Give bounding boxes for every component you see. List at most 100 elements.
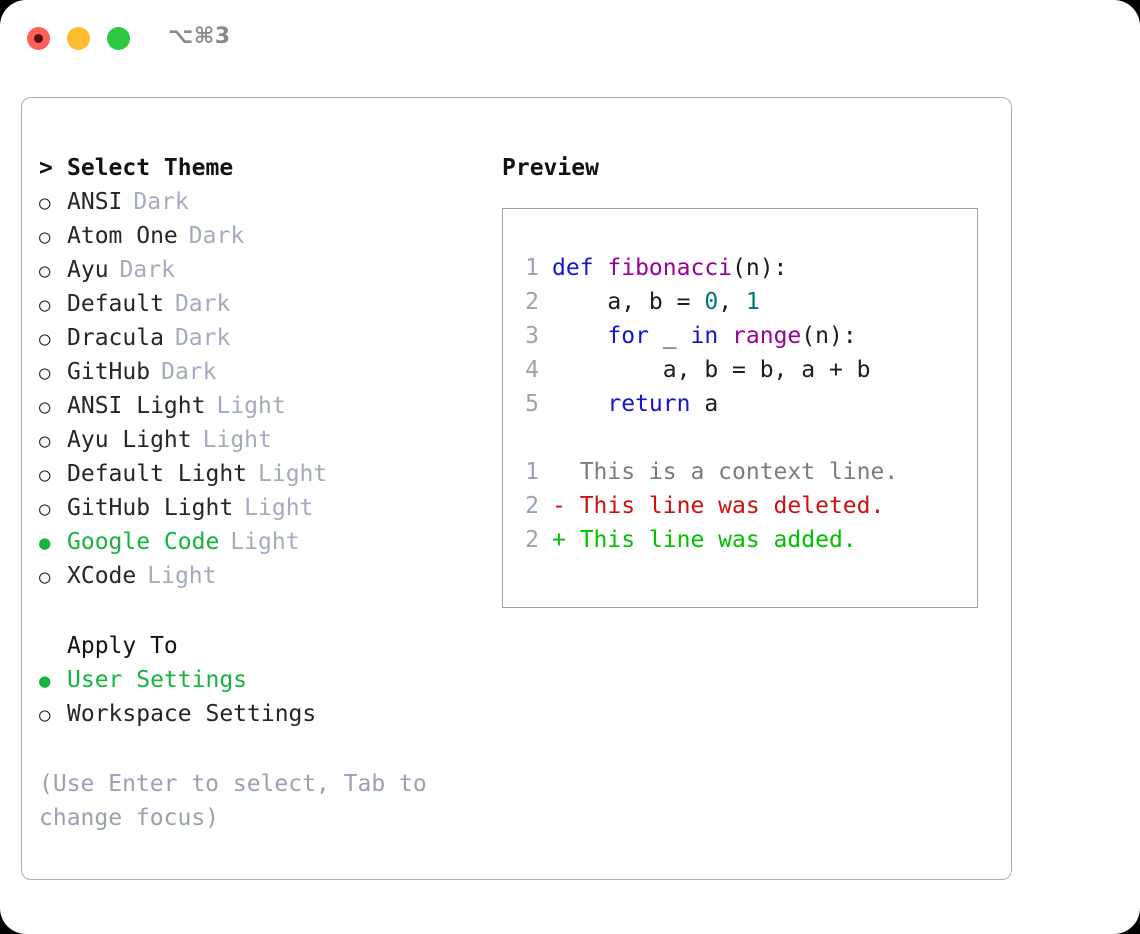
code-token: , xyxy=(718,289,746,315)
line-number: 2 xyxy=(525,527,539,553)
apply-to-option-label: Workspace Settings xyxy=(67,701,317,727)
theme-option-xcode[interactable]: ○ XCode Light xyxy=(39,559,479,593)
line-number: 2 xyxy=(525,289,539,315)
code-token: (n): xyxy=(801,323,857,349)
caret-icon: > xyxy=(39,155,53,181)
theme-variant-badge: Dark xyxy=(119,257,175,283)
code-token: fibonacci xyxy=(607,255,733,281)
radio-unselected-icon: ○ xyxy=(39,328,51,350)
theme-variant-badge: Dark xyxy=(133,189,189,215)
theme-option-label: Atom One xyxy=(67,223,178,249)
theme-option-label: ANSI xyxy=(67,189,123,215)
theme-variant-badge: Dark xyxy=(161,359,217,385)
code-line: 3 for _ in range(n): xyxy=(513,319,971,353)
title-bar: ⌥⌘3 xyxy=(0,0,1140,78)
theme-option-label: GitHub xyxy=(67,359,151,385)
theme-variant-badge: Dark xyxy=(174,291,231,317)
apply-to-header-label: Apply To xyxy=(67,633,178,659)
select-theme-header: >Select Theme xyxy=(39,151,479,185)
apply-to-option-workspace-settings[interactable]: ○ Workspace Settings xyxy=(39,697,479,731)
code-token: def xyxy=(552,255,608,281)
apply-to-header: Apply To xyxy=(39,629,479,663)
diff-line: 2- This line was deleted. xyxy=(513,489,971,523)
line-number: 5 xyxy=(525,391,539,417)
theme-option-label: Default Light xyxy=(67,461,248,487)
keyboard-shortcut-label: ⌥⌘3 xyxy=(168,24,231,49)
line-number: 1 xyxy=(525,255,539,281)
maximize-window-button[interactable] xyxy=(107,27,130,50)
theme-variant-badge: Light xyxy=(258,461,328,487)
code-token xyxy=(552,391,607,417)
code-token: a, b = b, a + b xyxy=(552,357,871,383)
code-token: _ xyxy=(648,323,691,349)
line-number: 2 xyxy=(525,493,539,519)
radio-unselected-icon: ○ xyxy=(39,498,51,520)
theme-option-ayu-light[interactable]: ○ Ayu Light Light xyxy=(39,423,479,457)
apply-to-option-user-settings[interactable]: ●User Settings xyxy=(39,663,479,697)
theme-option-label: ANSI Light xyxy=(67,393,206,419)
theme-option-label: XCode xyxy=(67,563,137,589)
radio-unselected-icon: ○ xyxy=(39,704,51,726)
code-token: a, b = xyxy=(552,289,705,315)
keyboard-hint: (Use Enter to select, Tab to change focu… xyxy=(39,771,427,831)
code-token: a xyxy=(690,391,719,417)
preview-title: Preview xyxy=(502,155,599,181)
theme-variant-badge: Light xyxy=(147,563,217,589)
code-token: for xyxy=(607,323,649,349)
code-token: 1 xyxy=(745,289,760,315)
radio-unselected-icon: ○ xyxy=(39,430,51,452)
theme-variant-badge: Light xyxy=(216,393,286,419)
radio-unselected-icon: ○ xyxy=(39,396,51,418)
code-token xyxy=(552,323,607,349)
theme-option-ansi-light[interactable]: ○ ANSI Light Light xyxy=(39,389,479,423)
code-token: This is a context line. xyxy=(552,459,899,485)
theme-option-github-light[interactable]: ○ GitHub Light Light xyxy=(39,491,479,525)
close-icon xyxy=(34,34,43,43)
theme-variant-badge: Light xyxy=(202,427,272,453)
radio-unselected-icon: ○ xyxy=(39,226,51,248)
code-token: range xyxy=(732,323,802,349)
radio-unselected-icon: ○ xyxy=(39,260,51,282)
radio-unselected-icon: ○ xyxy=(39,566,51,588)
diff-line: 2 + This line was added. xyxy=(513,523,971,557)
radio-unselected-icon: ○ xyxy=(39,294,51,316)
apply-to-list: ●User Settings ○ Workspace Settings xyxy=(39,663,479,731)
code-line: 4 a, b = b, a + b xyxy=(513,353,971,387)
theme-option-label: Ayu Light xyxy=(67,427,192,453)
code-token: 0 xyxy=(704,289,719,315)
code-token: + This line was added. xyxy=(552,527,857,553)
line-number: 4 xyxy=(525,357,539,383)
line-number: 3 xyxy=(525,323,539,349)
theme-option-ayu[interactable]: ○ Ayu Dark xyxy=(39,253,479,287)
radio-selected-icon: ● xyxy=(39,532,51,554)
section-spacer xyxy=(39,593,479,629)
code-token: in xyxy=(690,323,719,349)
theme-option-default[interactable]: ○ Default Dark xyxy=(39,287,479,321)
theme-option-label: GitHub Light xyxy=(67,495,234,521)
theme-variant-badge: Light xyxy=(244,495,314,521)
close-window-button[interactable] xyxy=(27,27,50,50)
code-token xyxy=(718,323,732,349)
code-line: 2 a, b = 0, 1 xyxy=(513,285,971,319)
theme-variant-badge: Dark xyxy=(174,325,231,351)
theme-option-label: Google Code xyxy=(67,529,220,555)
theme-option-label: Default xyxy=(67,291,164,317)
code-line: 5 return a xyxy=(513,387,971,421)
apply-to-option-label: User Settings xyxy=(67,667,248,693)
code-token: return xyxy=(607,391,691,417)
minimize-window-button[interactable] xyxy=(67,27,90,50)
preview-section-gap xyxy=(513,421,971,455)
theme-option-label: Ayu xyxy=(67,257,109,283)
diff-line: 1 This is a context line. xyxy=(513,455,971,489)
